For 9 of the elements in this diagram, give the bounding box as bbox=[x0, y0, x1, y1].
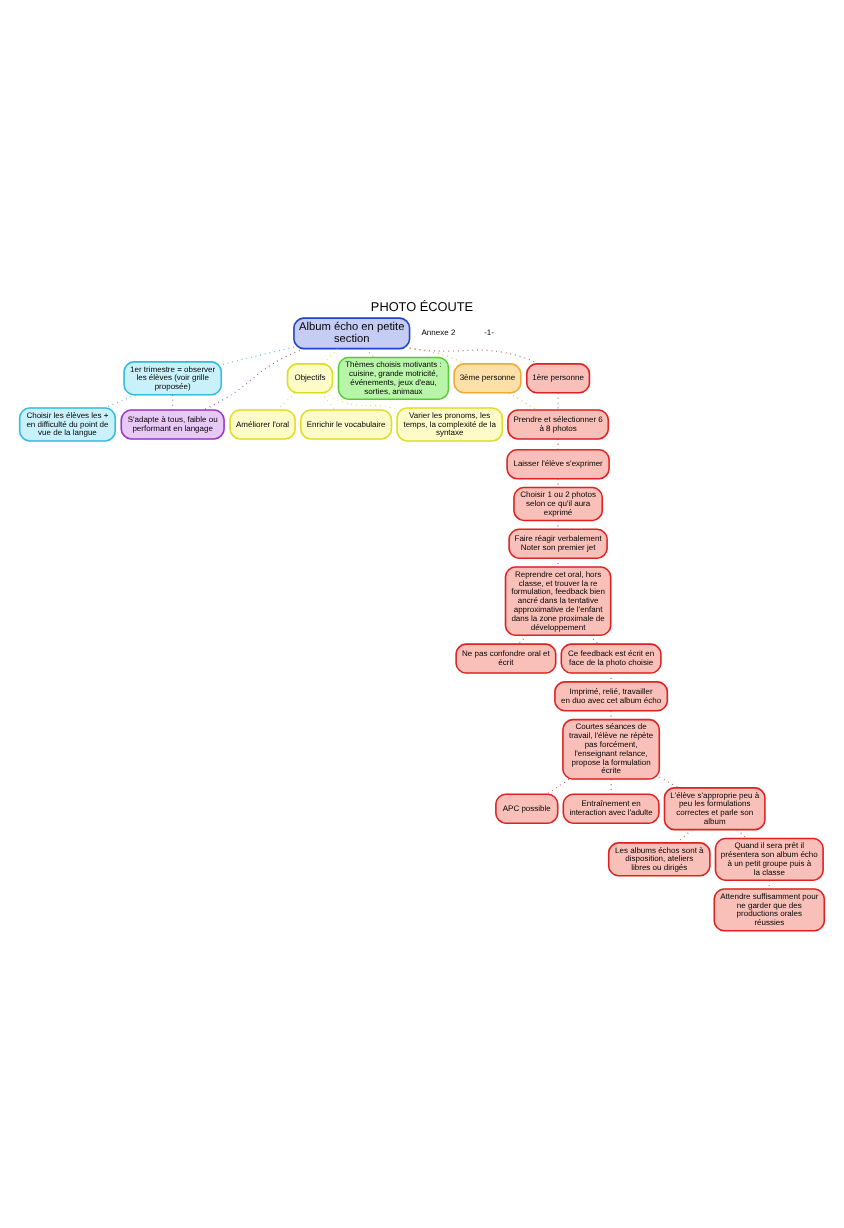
connector bbox=[676, 829, 693, 844]
connector bbox=[276, 392, 296, 411]
connector bbox=[736, 829, 748, 839]
connector bbox=[324, 392, 398, 410]
connector bbox=[508, 392, 537, 411]
connector bbox=[557, 392, 559, 411]
connector bbox=[220, 346, 295, 366]
connector bbox=[322, 348, 339, 365]
connector bbox=[546, 778, 570, 795]
